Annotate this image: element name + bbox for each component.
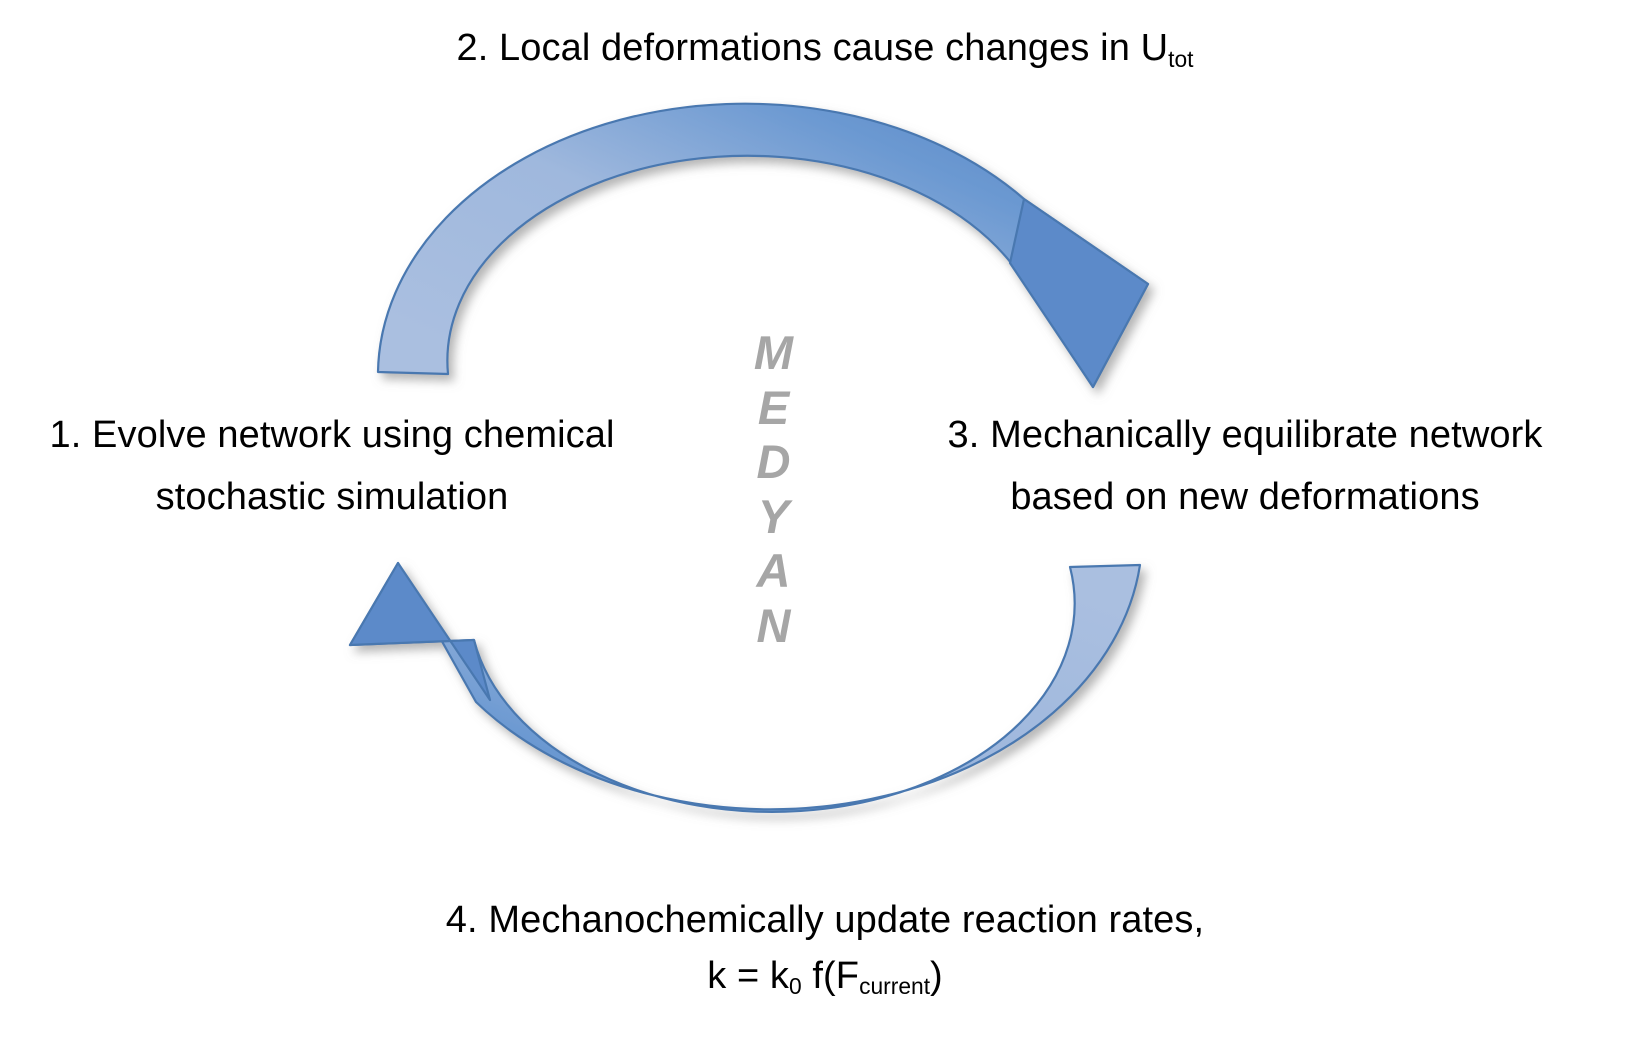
step-4-label: 4. Mechanochemically update reaction rat… — [0, 890, 1650, 1000]
wordmark-letter-n: N — [756, 598, 792, 652]
wordmark-letter-e: E — [757, 380, 791, 434]
step-1-label: 1. Evolve network using chemical stochas… — [12, 405, 652, 528]
step-3-label: 3. Mechanically equilibrate network base… — [905, 405, 1585, 528]
step-3-line-2: based on new deformations — [1010, 475, 1480, 518]
formula-suffix: ) — [930, 954, 943, 997]
wordmark-letter-d: D — [756, 435, 792, 489]
step-2-text: 2. Local deformations cause changes in U — [456, 27, 1169, 69]
step-1-line-2: stochastic simulation — [155, 475, 509, 518]
wordmark-letter-a: A — [756, 544, 792, 598]
step-3-line-1: 3. Mechanically equilibrate network — [947, 414, 1543, 456]
step-1-line-1: 1. Evolve network using chemical — [49, 414, 615, 456]
bottom-arrow — [348, 561, 1142, 814]
step-2-label: 2. Local deformations cause changes in U… — [0, 18, 1650, 80]
wordmark-letter-y: Y — [757, 489, 791, 543]
step-4-line-1: 4. Mechanochemically update reaction rat… — [445, 899, 1205, 941]
step-4-formula: k = k0 f(Fcurrent) — [0, 952, 1650, 1001]
formula-prefix: k = k — [707, 954, 789, 997]
formula-subscript-zero: 0 — [789, 973, 802, 1000]
top-arrow — [376, 102, 1150, 389]
wordmark-letter-m: M — [753, 326, 795, 379]
medyan-wordmark: M E D Y A N — [714, 326, 834, 653]
formula-subscript-current: current — [859, 973, 931, 1000]
step-2-subscript: tot — [1168, 45, 1194, 72]
formula-mid: f(F — [801, 954, 860, 997]
